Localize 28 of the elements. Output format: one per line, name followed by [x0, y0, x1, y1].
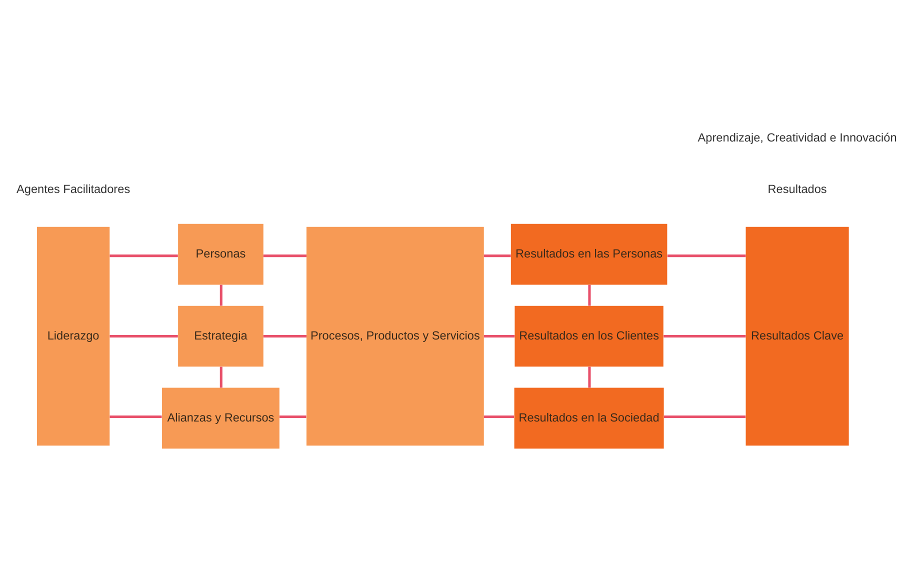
connector	[664, 334, 746, 338]
label: Aprendizaje, Creatividad e Innovación	[698, 130, 897, 144]
connector	[220, 284, 222, 306]
label: Resultados	[768, 182, 827, 196]
node-box: Personas	[178, 223, 264, 284]
connector	[667, 254, 746, 257]
connector	[263, 254, 306, 257]
connector	[484, 254, 511, 257]
node-box: Resultados en las Personas	[510, 223, 668, 284]
node-box: Alianzas y Recursos	[162, 387, 280, 448]
node-box: Resultados Clave	[746, 226, 849, 446]
connector	[588, 284, 591, 306]
connector	[588, 366, 591, 388]
connector	[280, 414, 306, 418]
node-box: Liderazgo	[36, 226, 110, 446]
connector	[110, 254, 178, 257]
connector	[110, 334, 178, 338]
connector	[220, 366, 222, 388]
connector	[484, 414, 514, 418]
node-box: Estrategia	[178, 305, 264, 366]
node-box: Resultados en la Sociedad	[514, 387, 664, 448]
connector	[263, 334, 306, 338]
node-box: Procesos, Productos y Servicios	[306, 226, 484, 446]
connector	[664, 414, 746, 418]
label: Agentes Facilitadores	[16, 182, 130, 196]
node-box: Resultados en los Clientes	[514, 305, 664, 366]
connector	[484, 334, 515, 338]
connector	[110, 414, 162, 418]
